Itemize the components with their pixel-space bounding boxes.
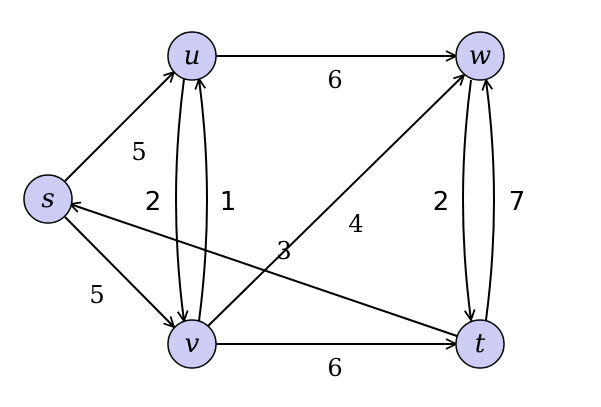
weight-t-w: 7 (509, 187, 526, 217)
edge-v-u (199, 79, 208, 322)
weight-t-s: 3 (276, 237, 291, 265)
node-label-u: u (184, 41, 201, 71)
node-v: v (167, 319, 217, 369)
node-w: w (455, 31, 505, 81)
node-label-w: w (469, 41, 491, 71)
weight-v-u: 1 (220, 187, 237, 217)
weight-u-w: 6 (327, 66, 342, 94)
node-label-v: v (185, 329, 200, 359)
node-t: t (455, 319, 505, 369)
weight-v-t: 6 (327, 354, 342, 382)
edge-u-v (175, 78, 184, 321)
node-u: u (167, 31, 217, 81)
edge-s-v (64, 216, 174, 327)
edge-t-s (70, 204, 458, 337)
weight-s-u: 5 (131, 138, 146, 166)
node-s: s (23, 174, 73, 224)
weight-u-v: 2 (145, 187, 162, 217)
node-label-t: t (475, 329, 486, 359)
edge-t-w (486, 80, 495, 321)
weight-s-v: 5 (89, 281, 104, 309)
edge-v-w (207, 75, 464, 327)
edge-s-u (64, 72, 174, 182)
weight-v-w: 4 (348, 210, 363, 238)
edge-w-t (462, 79, 471, 320)
node-label-s: s (41, 184, 54, 214)
weight-w-t: 2 (433, 187, 450, 217)
